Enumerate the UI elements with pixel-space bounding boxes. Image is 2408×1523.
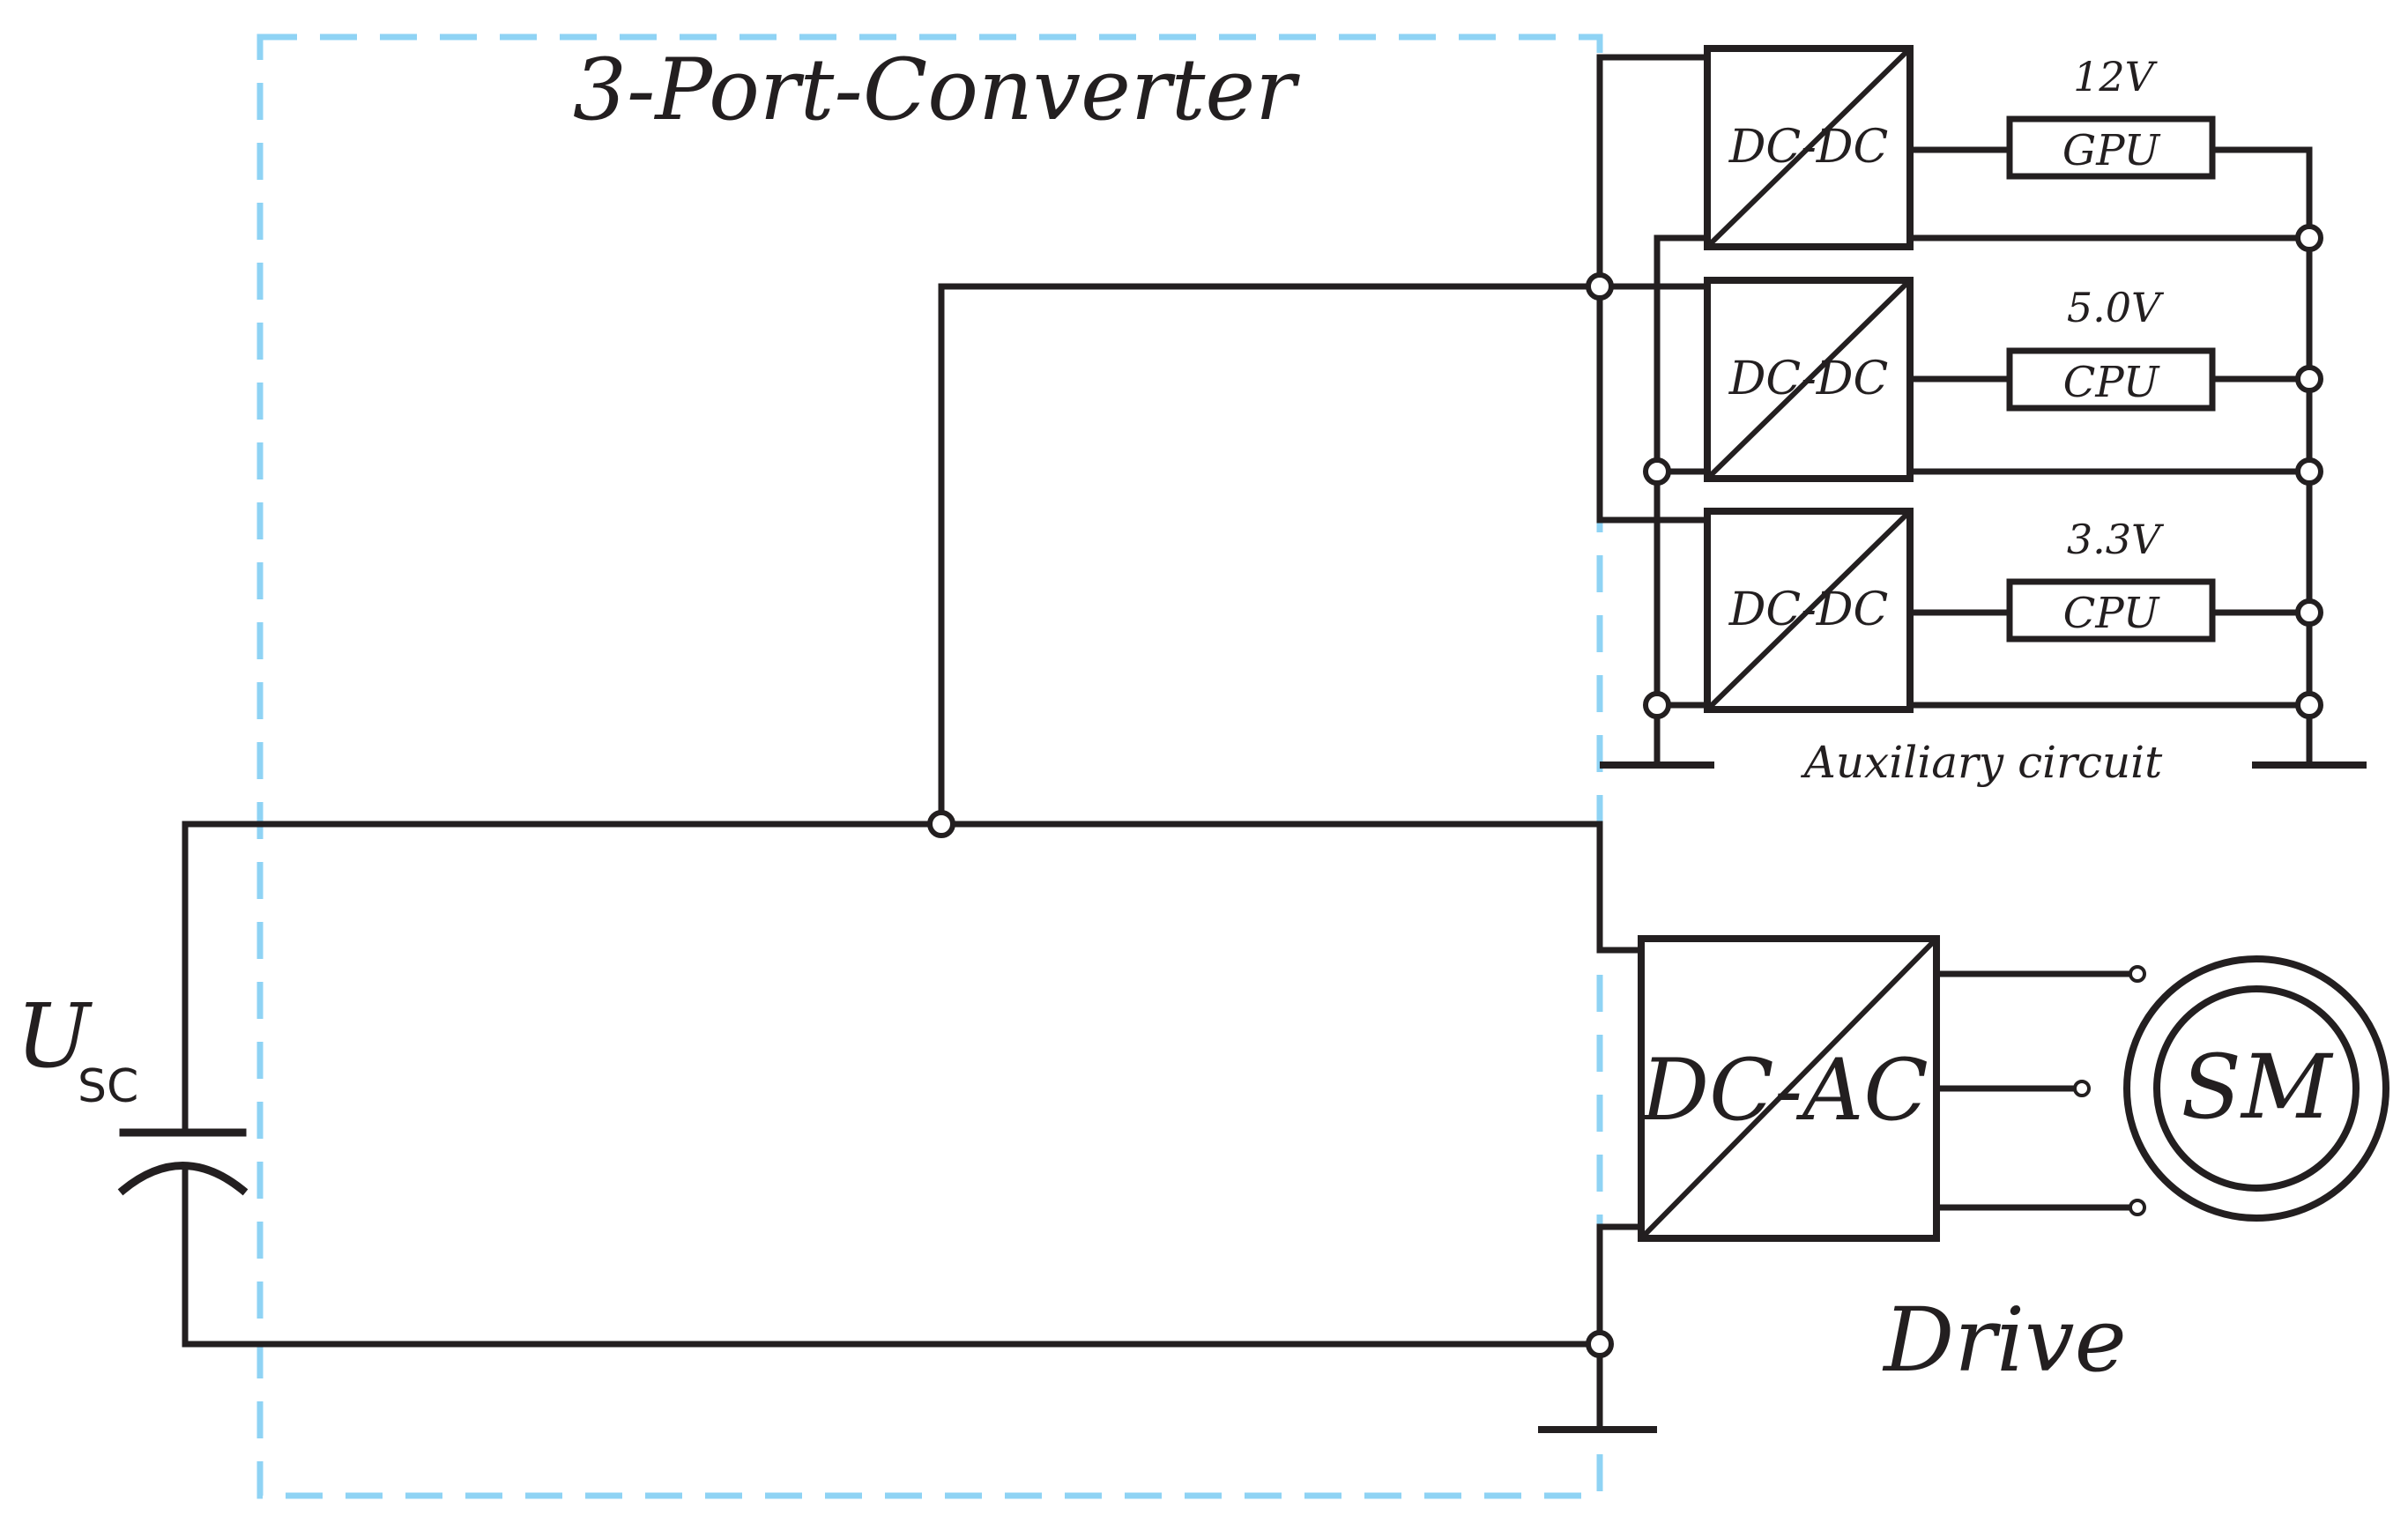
converter-label: DC-DC xyxy=(1728,121,1889,174)
node-phase-c xyxy=(2129,1199,2146,1216)
phase-leads xyxy=(1933,970,2141,1211)
node-phase-a xyxy=(2129,965,2146,983)
supercapacitor xyxy=(117,1028,249,1348)
motor-inner xyxy=(2153,985,2360,1192)
dc-dc-converter-1: DC-DC xyxy=(1704,45,1914,250)
node-right-2 xyxy=(2295,365,2323,393)
dc-dc-converter-3: DC-DC xyxy=(1704,508,1914,713)
node-bus-tap xyxy=(927,810,955,838)
bus-bottom-rail xyxy=(182,1169,1603,1348)
drive-caption: Drive xyxy=(1882,1289,2127,1392)
converter-boundary xyxy=(256,33,1603,1499)
node-aux-return-2 xyxy=(1643,457,1671,486)
load-label: GPU xyxy=(2062,126,2161,175)
converter-label: DC-DC xyxy=(1728,353,1889,405)
load-voltage: 5.0V xyxy=(2067,284,2165,331)
bus-top-rail xyxy=(182,821,1645,1035)
load-resistor xyxy=(2006,347,2216,412)
load-label: CPU xyxy=(2063,589,2160,638)
motor-label: SM xyxy=(2181,1036,2335,1139)
node-right-1 xyxy=(2295,224,2323,252)
converter-label: DC-DC xyxy=(1728,583,1889,636)
auxiliary-caption: Auxiliary circuit xyxy=(1801,737,2163,788)
converter-diagonal xyxy=(1705,509,1913,712)
inverter-label: DC-AC xyxy=(1639,1041,1929,1140)
source-subscript: SC xyxy=(78,1060,138,1113)
load-resistor xyxy=(2006,578,2216,643)
connection-nodes xyxy=(927,224,2323,1358)
load-resistor xyxy=(2006,115,2216,180)
load-2: 5.0V CPU xyxy=(2006,284,2216,412)
node-aux-return-3 xyxy=(1643,691,1671,719)
node-right-5 xyxy=(2295,691,2323,719)
node-aux-feed xyxy=(1586,272,1614,301)
load-1: 12V GPU xyxy=(2006,53,2216,180)
dc-ac-inverter: DC-AC xyxy=(1638,935,1940,1242)
bus-bottom-to-inverter xyxy=(1596,1223,1645,1431)
converter-title: 3-Port-Converter xyxy=(573,41,1300,139)
load-3: 3.3V CPU xyxy=(2006,516,2216,643)
main-bus xyxy=(182,283,1645,1431)
load-voltage: 12V xyxy=(2073,53,2159,100)
capacitor-plate-bottom xyxy=(117,1162,249,1196)
source-label: U xyxy=(16,984,93,1088)
node-right-3 xyxy=(2295,457,2323,486)
load-voltage: 3.3V xyxy=(2067,516,2165,563)
node-right-4 xyxy=(2295,598,2323,627)
synchronous-motor: SM xyxy=(2123,955,2389,1222)
node-bus-bottom xyxy=(1586,1330,1614,1358)
load-label: CPU xyxy=(2063,358,2160,407)
converter-diagonal xyxy=(1705,46,1913,249)
auxiliary-wiring xyxy=(1596,54,2313,766)
inverter-diagonal xyxy=(1639,936,1939,1241)
dc-dc-converter-2: DC-DC xyxy=(1704,277,1914,482)
converter-diagonal xyxy=(1705,278,1913,481)
node-phase-b xyxy=(2073,1080,2091,1097)
